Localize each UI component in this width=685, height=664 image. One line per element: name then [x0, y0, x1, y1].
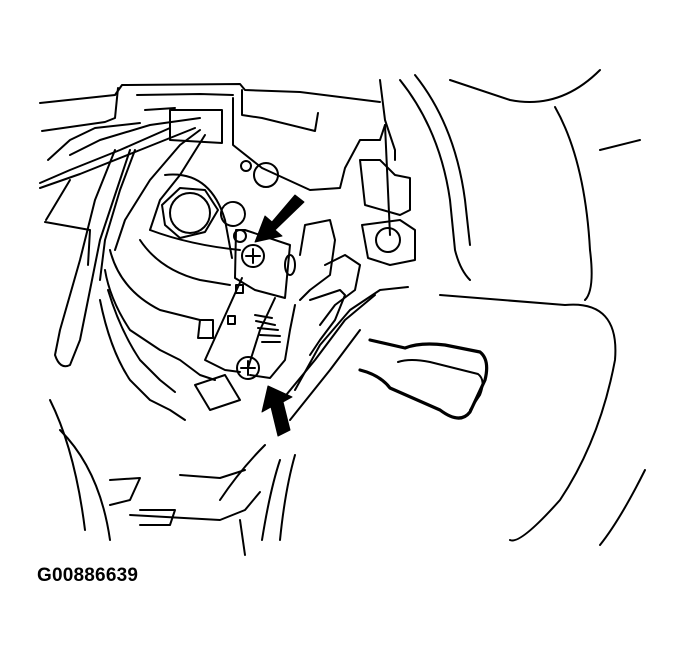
steering-wheel-rim: [359, 69, 646, 546]
lower-screw-arrow: [261, 385, 293, 437]
figure-id-label: G00886639: [37, 565, 139, 586]
wire-harness: [39, 117, 206, 368]
lower-column-cover: [49, 399, 296, 556]
component-diagram: [39, 69, 646, 556]
upper-housing: [39, 83, 391, 236]
upper-screw-arrow: [254, 194, 305, 243]
switch-bracket: [194, 219, 361, 411]
switch-lever: [281, 286, 489, 421]
steering-shaft-nut: [99, 173, 246, 421]
